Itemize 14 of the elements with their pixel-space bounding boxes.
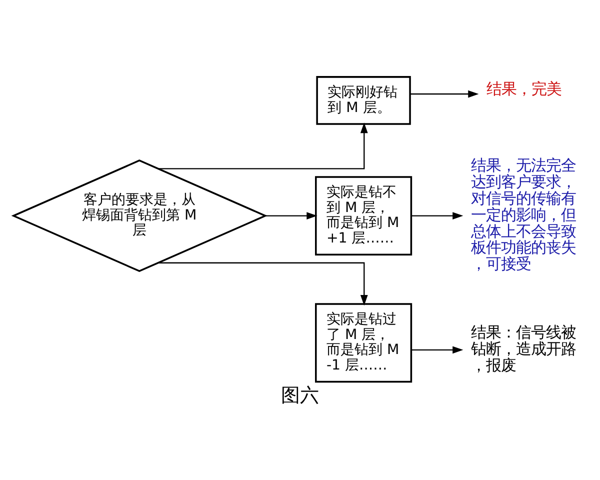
node-diamond: 客户的要求是，从焊锡面背钻到第 M 层 — [11, 159, 268, 272]
arrow — [411, 346, 464, 354]
caption: 图六 — [281, 384, 319, 406]
node-text: 结果，无法完全达到客户要求，对信号的传输有一定的影响，但总体上不会导致板件功能的丧失，可接受 — [471, 156, 576, 273]
arrow — [158, 122, 368, 169]
arrow — [410, 90, 479, 98]
node-box: 实际刚好钻到 M 层。 — [316, 76, 411, 124]
node-box: 实际是钻不到 M 层，而是钻到 M+1 层…… — [315, 176, 412, 255]
arrow — [411, 212, 464, 219]
arrow — [266, 212, 318, 219]
node-text: 结果，完美 — [486, 79, 562, 98]
arrow — [158, 262, 368, 306]
node-box: 实际是钻过了 M 层，而是钻到 M-1 层…… — [315, 302, 412, 382]
node-text: 结果：信号线被钻断，造成开路，报废 — [471, 322, 576, 374]
